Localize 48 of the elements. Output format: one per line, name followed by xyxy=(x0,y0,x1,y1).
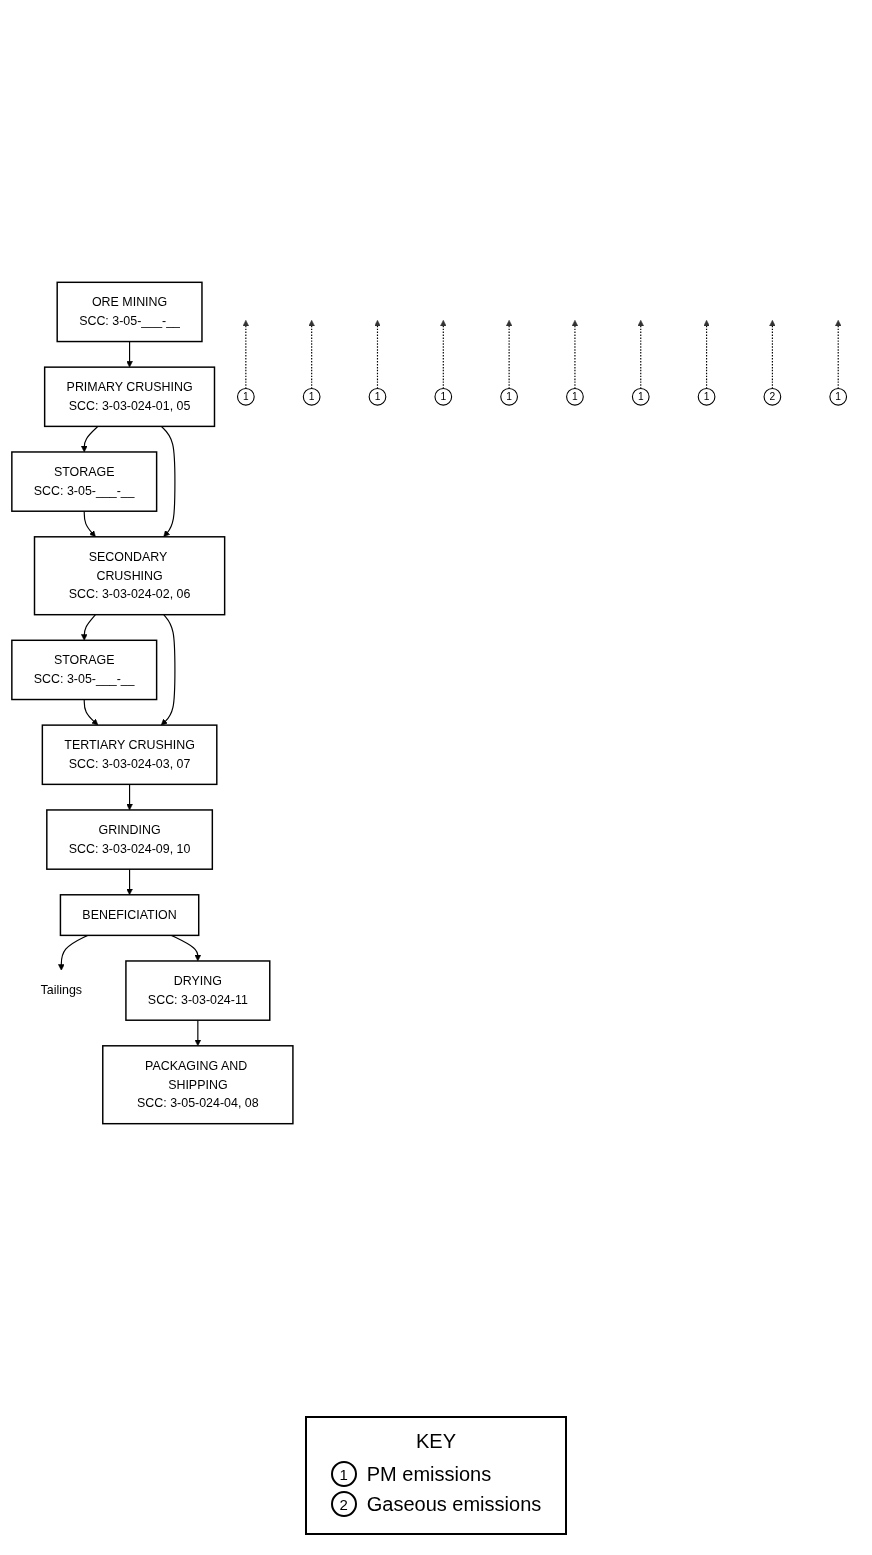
legend-marker: 2 xyxy=(330,1491,357,1517)
arrow xyxy=(83,698,99,726)
node-box: SECONDARY CRUSHING SCC: 3-03-024-02, 06 xyxy=(33,536,226,616)
arrow xyxy=(81,425,99,453)
node-circle: 1 xyxy=(302,387,321,406)
arrow xyxy=(637,319,644,389)
node-text: Tailings xyxy=(40,983,83,998)
arrow xyxy=(308,319,315,389)
arrow xyxy=(160,614,176,726)
node-box: PRIMARY CRUSHING SCC: 3-03-024-01, 05 xyxy=(43,366,216,428)
arrow xyxy=(374,319,381,389)
node-box: DRYING SCC: 3-03-024-11 xyxy=(125,960,271,1021)
arrow xyxy=(170,934,202,962)
node-circle: 1 xyxy=(631,387,650,406)
node-box: GRINDING SCC: 3-03-024-09, 10 xyxy=(46,809,214,870)
node-circle: 2 xyxy=(763,387,782,406)
arrow xyxy=(505,319,513,389)
arrow xyxy=(769,319,776,389)
arrow xyxy=(571,319,579,389)
arrow xyxy=(126,868,133,896)
node-box: PACKAGING AND SHIPPING SCC: 3-05-024-04, 08 xyxy=(102,1045,294,1125)
legend-title: KEY xyxy=(415,1430,457,1453)
node-circle: 1 xyxy=(434,387,453,406)
node-circle: 1 xyxy=(236,387,255,406)
arrow xyxy=(440,319,447,389)
arrow xyxy=(194,1019,202,1047)
arrow xyxy=(160,425,176,538)
arrow xyxy=(58,934,89,971)
node-circle: 1 xyxy=(368,387,387,406)
arrow xyxy=(81,614,97,641)
legend-marker: 1 xyxy=(330,1461,357,1487)
arrow xyxy=(126,340,133,368)
node-box: BENEFICIATION xyxy=(59,894,200,937)
node-box: STORAGE SCC: 3-05-___-__ xyxy=(11,451,158,512)
node-circle: 1 xyxy=(566,387,584,406)
node-circle: 1 xyxy=(829,387,848,406)
arrow xyxy=(835,319,842,389)
arrow xyxy=(703,319,710,389)
legend-label: PM emissions xyxy=(366,1462,492,1486)
node-box: STORAGE SCC: 3-05-___-__ xyxy=(11,639,158,701)
node-box: TERTIARY CRUSHING SCC: 3-03-024-03, 07 xyxy=(41,724,218,786)
legend-label: Gaseous emissions xyxy=(366,1492,542,1516)
arrow xyxy=(126,783,133,811)
node-circle: 1 xyxy=(697,387,716,406)
arrow xyxy=(83,510,96,538)
arrow xyxy=(242,319,250,389)
node-circle: 1 xyxy=(500,387,518,406)
node-box: ORE MINING SCC: 3-05-___-__ xyxy=(56,281,203,343)
